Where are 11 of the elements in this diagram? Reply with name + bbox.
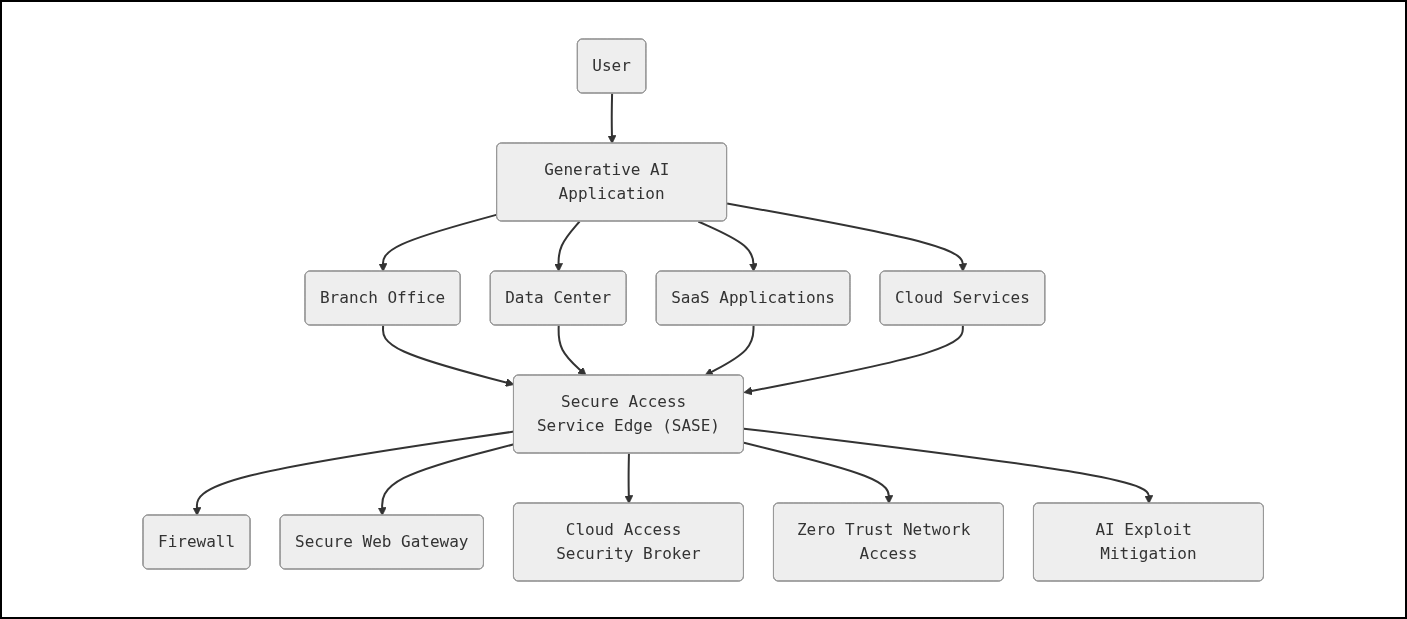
- arrow: [557, 324, 587, 376]
- arrow: [743, 324, 965, 395]
- arrow: [382, 324, 515, 387]
- arrow: [607, 92, 617, 144]
- arrow: [554, 220, 581, 272]
- arrow: [743, 441, 894, 504]
- arrow: [743, 427, 1154, 504]
- arrow: [624, 452, 634, 504]
- arrow: [726, 202, 968, 272]
- arrow: [697, 220, 759, 272]
- arrow: [704, 324, 755, 376]
